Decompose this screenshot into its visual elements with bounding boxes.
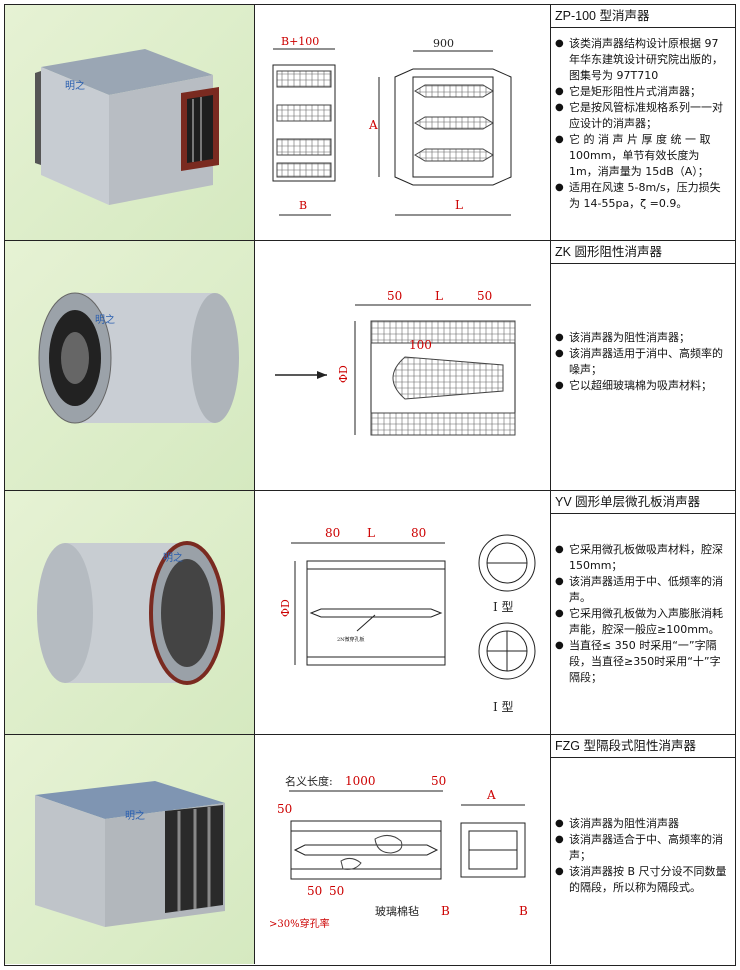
technical-drawing: 50 L 50 100 ΦD <box>255 241 551 490</box>
glass-wool-note: 玻璃棉毡 <box>375 904 419 918</box>
brand-logo: 明之 <box>95 313 115 326</box>
dim-b-left: B <box>441 904 450 918</box>
feature-item: 该类消声器结构设计原根据 97 年华东建筑设计研究院出版的，图集号为 97T71… <box>555 36 731 84</box>
product-photo: 明之 <box>5 491 255 734</box>
brand-logo: 明之 <box>65 79 85 92</box>
feature-item: 该消声器为阻性消声器 <box>555 816 731 832</box>
dim-diameter: ΦD <box>279 599 292 617</box>
round-microperf-photo: 明之 <box>37 541 225 685</box>
dim-a: A <box>368 118 378 132</box>
product-table: 明之 B+100 <box>4 4 736 966</box>
description: ZP-100 型消声器 该类消声器结构设计原根据 97 年华东建筑设计研究院出版… <box>551 5 735 240</box>
dim-right-80: 80 <box>411 526 426 540</box>
product-title: ZP-100 型消声器 <box>551 5 735 28</box>
technical-drawing: 名义长度: 1000 50 50 50 50 >30%穿孔率 玻璃棉毡 B <box>255 735 551 964</box>
dim-top-50: 50 <box>277 802 292 816</box>
perforated-plate-note: 2N微穿孔板 <box>337 636 365 643</box>
product-title: ZK 圆形阻性消声器 <box>551 241 735 264</box>
feature-item: 适用在风速 5-8m/s，压力损失为 14-55pa，ζ =0.9。 <box>555 180 731 212</box>
dim-100: 100 <box>409 338 432 352</box>
box-top <box>35 781 225 819</box>
fzg-drawing: 名义长度: 1000 50 50 50 50 >30%穿孔率 玻璃棉毡 B <box>269 774 528 930</box>
feature-item: 它是按风管标准规格系列一一对应设计的消声器； <box>555 100 731 132</box>
dim-a: A <box>486 788 496 802</box>
dim-900: 900 <box>433 37 454 50</box>
technical-drawing: B+100 B 900 A L <box>255 5 551 240</box>
brand-logo: 明之 <box>125 809 145 822</box>
feature-item: 它 的 消 声 片 厚 度 统 一 取 100mm，单节有效长度为 1m，消声量… <box>555 132 731 180</box>
perforation-note: >30%穿孔率 <box>269 917 330 930</box>
dim-right-50: 50 <box>477 289 492 303</box>
dim-l: L <box>435 289 443 303</box>
box-top <box>41 49 213 95</box>
feature-list: 它采用微孔板做吸声材料，腔深 150mm； 该消声器适用于中、低频率的消声。 它… <box>551 514 735 686</box>
dim-diameter: ΦD <box>337 365 350 383</box>
feature-item: 它采用微孔板做为入声膨胀消耗声能，腔深一般应≥100mm。 <box>555 606 731 638</box>
feature-item: 该消声器适用于消中、高频率的噪声； <box>555 346 731 378</box>
dim-1000: 1000 <box>345 774 376 788</box>
product-photo: 明之 <box>5 735 255 964</box>
technical-drawing: 80 L 80 ΦD 2N微穿孔板 I 型 <box>255 491 551 734</box>
product-row-yv: 明之 80 L 80 ΦD 2N微穿孔板 <box>5 491 735 735</box>
dim-b-right: B <box>519 904 528 918</box>
nominal-length-label: 名义长度: <box>285 774 333 788</box>
dim-left-50: 50 <box>387 289 402 303</box>
inner-cone <box>61 332 89 384</box>
dim-b-plus-100: B+100 <box>281 35 319 48</box>
dim-b: B <box>299 199 307 212</box>
dim-l: L <box>455 198 463 212</box>
feature-item: 它以超细玻璃棉为吸声材料； <box>555 378 731 394</box>
feature-item: 该消声器按 B 尺寸分设不同数量的隔段，所以称为隔段式。 <box>555 864 731 896</box>
feature-list: 该消声器为阻性消声器 该消声器适合于中、高频率的消声； 该消声器按 B 尺寸分设… <box>551 758 735 896</box>
box-front <box>41 67 109 205</box>
feature-item: 它采用微孔板做吸声材料，腔深 150mm； <box>555 542 731 574</box>
product-title: YV 圆形单层微孔板消声器 <box>551 491 735 514</box>
description: FZG 型隔段式阻性消声器 该消声器为阻性消声器 该消声器适合于中、高频率的消声… <box>551 735 735 964</box>
fzg-silencer-photo: 明之 <box>35 781 225 927</box>
feature-list: 该类消声器结构设计原根据 97 年华东建筑设计研究院出版的，图集号为 97T71… <box>551 28 735 212</box>
feature-list: 该消声器为阻性消声器； 该消声器适用于消中、高频率的噪声； 它以超细玻璃棉为吸声… <box>551 264 735 394</box>
cylinder-end <box>191 293 239 423</box>
outlet-opening <box>161 559 213 667</box>
box-front <box>35 795 105 927</box>
yv-drawing: 80 L 80 ΦD 2N微穿孔板 I 型 <box>279 526 536 714</box>
feature-item: 该消声器适合于中、高频率的消声； <box>555 832 731 864</box>
product-row-fzg: 明之 名义长度: 1000 50 50 50 50 <box>5 735 735 964</box>
cylinder-back <box>37 543 93 683</box>
type-label-1: I 型 <box>493 600 514 614</box>
feature-item: 该消声器为阻性消声器； <box>555 330 731 346</box>
zk-drawing: 50 L 50 100 ΦD <box>275 289 531 436</box>
round-silencer-photo: 明之 <box>38 292 239 424</box>
feature-item: 该消声器适用于中、低频率的消声。 <box>555 574 731 606</box>
dim-left-80: 80 <box>325 526 340 540</box>
dim-bottom-50-b: 50 <box>329 884 344 898</box>
product-photo: 明之 <box>5 241 255 490</box>
feature-item: 当直径≤ 350 时采用“一”字隔段，当直径≥350时采用“十”字隔段； <box>555 638 731 686</box>
product-photo: 明之 <box>5 5 255 240</box>
description: ZK 圆形阻性消声器 该消声器为阻性消声器； 该消声器适用于消中、高频率的噪声；… <box>551 241 735 490</box>
product-row-zk: 明之 50 L 50 <box>5 241 735 491</box>
rect-silencer-photo: 明之 <box>35 49 219 205</box>
description: YV 圆形单层微孔板消声器 它采用微孔板做吸声材料，腔深 150mm； 该消声器… <box>551 491 735 734</box>
product-title: FZG 型隔段式阻性消声器 <box>551 735 735 758</box>
dim-bottom-50-a: 50 <box>307 884 322 898</box>
brand-logo: 明之 <box>163 551 183 564</box>
dim-l: L <box>367 526 375 540</box>
flange-left <box>35 71 41 165</box>
dim-end-50: 50 <box>431 774 446 788</box>
feature-item: 它是矩形阻性片式消声器； <box>555 84 731 100</box>
type-label-2: I 型 <box>493 700 514 714</box>
zp100-drawing: B+100 B 900 A L <box>272 35 512 216</box>
product-row-zp100: 明之 B+100 <box>5 5 735 241</box>
